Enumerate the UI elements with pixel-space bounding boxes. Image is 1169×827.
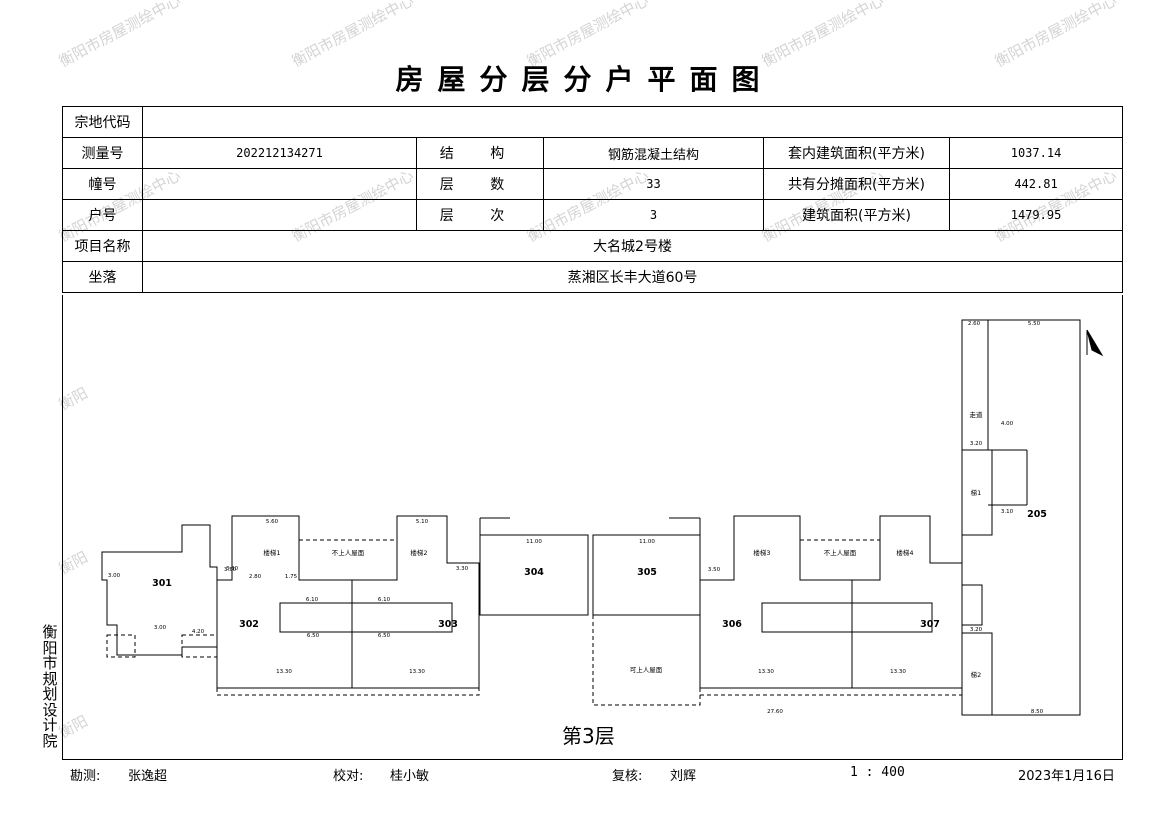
unit-label-305: 305 xyxy=(637,567,657,578)
dimension-label: 6.50 xyxy=(307,633,320,639)
dimension-label: 4.00 xyxy=(1001,421,1014,427)
floors-value: 33 xyxy=(543,168,764,200)
build-area-label: 建筑面积(平方米) xyxy=(763,199,950,231)
org-vertical-label: 衡阳市规划设计院 xyxy=(42,623,58,750)
unit-label-307: 307 xyxy=(920,619,940,630)
reviewer-label: 复核: xyxy=(612,769,643,784)
dimension-label: 6.10 xyxy=(378,597,391,603)
unit-label-303: 303 xyxy=(438,619,458,630)
structure-label: 结 构 xyxy=(416,137,544,169)
north-arrow-icon xyxy=(1086,329,1104,357)
surveyor-label: 勘测: xyxy=(70,769,101,784)
unit-outline-304 xyxy=(479,534,589,616)
unit-label-205: 205 xyxy=(1027,509,1047,520)
dimension-label: 3.30 xyxy=(226,566,239,572)
stair-label: 楼梯2 xyxy=(410,548,427,557)
dimension-label: 4.20 xyxy=(192,629,205,635)
room-label: 不上人屋面 xyxy=(824,548,857,557)
room-label: 梯2 xyxy=(971,670,982,679)
dimension-label: 3.30 xyxy=(456,566,469,572)
parcel-code-label: 宗地代码 xyxy=(62,106,143,138)
checker-label: 校对: xyxy=(333,769,364,784)
location-value: 蒸湘区长丰大道60号 xyxy=(141,261,1124,293)
unit-label-304: 304 xyxy=(524,567,544,578)
page-title: 房屋分层分户平面图 xyxy=(395,63,774,96)
shared-area-label: 共有分摊面积(平方米) xyxy=(763,168,950,200)
building-no-label: 幢号 xyxy=(62,168,143,200)
room-label: 可上人屋面 xyxy=(630,665,663,674)
project-value: 大名城2号楼 xyxy=(141,230,1124,262)
dimension-label: 5.50 xyxy=(1028,321,1041,327)
dimension-label: 3.50 xyxy=(224,567,237,573)
dimension-label: 13.30 xyxy=(409,669,425,675)
dimension-label: 8.50 xyxy=(1031,709,1044,715)
checker-name: 桂小敏 xyxy=(390,769,430,784)
unit-no-label: 户号 xyxy=(62,199,143,231)
unit-label-301: 301 xyxy=(152,578,172,589)
info-table: 宗地代码 测量号 202212134271 结 构 钢筋混凝土结构 套内建筑面积… xyxy=(62,106,1124,293)
dimension-label: 2.60 xyxy=(968,321,981,327)
dimension-label: 3.50 xyxy=(708,567,721,573)
build-area-value: 1479.95 xyxy=(948,199,1124,231)
dimension-label: 13.30 xyxy=(758,669,774,675)
unit-outline-306 xyxy=(699,515,853,689)
dimension-label: 3.20 xyxy=(970,441,983,447)
dimension-label: 13.30 xyxy=(890,669,906,675)
floor-label: 第3层 xyxy=(562,724,615,748)
room-label: 梯1 xyxy=(971,488,982,497)
floor-plan-frame xyxy=(62,295,1123,760)
unit-outline-302 xyxy=(216,515,353,689)
inner-area-value: 1037.14 xyxy=(948,137,1124,169)
stair-label: 楼梯4 xyxy=(896,548,913,557)
dimension-label: 3.10 xyxy=(1001,509,1014,515)
unit-label-306: 306 xyxy=(722,619,742,630)
dimension-label: 6.50 xyxy=(378,633,391,639)
unit-outline-303 xyxy=(351,515,480,689)
date-text: 2023年1月16日 xyxy=(1018,769,1115,784)
dimension-label: 3.20 xyxy=(970,627,983,633)
floor-level-value: 3 xyxy=(543,199,764,231)
unit-outline-307 xyxy=(851,515,963,689)
shared-area-value: 442.81 xyxy=(948,168,1124,200)
dimension-label: 1.75 xyxy=(285,574,298,580)
project-label: 项目名称 xyxy=(62,230,143,262)
location-label: 坐落 xyxy=(62,261,143,293)
floor-level-label: 层 次 xyxy=(416,199,544,231)
dimension-label: 13.30 xyxy=(276,669,292,675)
stair-label: 楼梯3 xyxy=(753,548,770,557)
stair-label: 楼梯1 xyxy=(263,548,280,557)
dimension-label: 3.00 xyxy=(154,625,167,631)
unit-no-value xyxy=(142,199,417,231)
unit-outline-205 xyxy=(961,319,1081,716)
building-no-value xyxy=(142,168,417,200)
dimension-label: 2.80 xyxy=(249,574,262,580)
dimension-label: 6.10 xyxy=(306,597,319,603)
inner-area-label: 套内建筑面积(平方米) xyxy=(763,137,950,169)
dimension-label: 5.60 xyxy=(266,519,279,525)
dimension-label: 5.10 xyxy=(416,519,429,525)
room-label: 不上人屋面 xyxy=(332,548,365,557)
reviewer-name: 刘辉 xyxy=(670,769,697,784)
structure-value: 钢筋混凝土结构 xyxy=(543,137,764,169)
scale-text: 1 : 400 xyxy=(850,765,905,780)
floors-label: 层 数 xyxy=(416,168,544,200)
unit-outline-305 xyxy=(592,534,701,616)
unit-label-302: 302 xyxy=(239,619,259,630)
survey-no-label: 测量号 xyxy=(62,137,143,169)
dimension-label: 11.00 xyxy=(526,539,542,545)
survey-no-value: 202212134271 xyxy=(142,137,417,169)
parcel-code-value xyxy=(141,106,1124,138)
dimension-label: 27.60 xyxy=(767,709,783,715)
dimension-label: 3.00 xyxy=(108,573,121,579)
surveyor-name: 张逸超 xyxy=(128,769,168,784)
floor-plan: 301 302 303 304 305 306 307 205 楼梯1 楼梯2 … xyxy=(101,319,1104,716)
room-label: 走道 xyxy=(970,410,984,419)
dimension-label: 11.00 xyxy=(639,539,655,545)
